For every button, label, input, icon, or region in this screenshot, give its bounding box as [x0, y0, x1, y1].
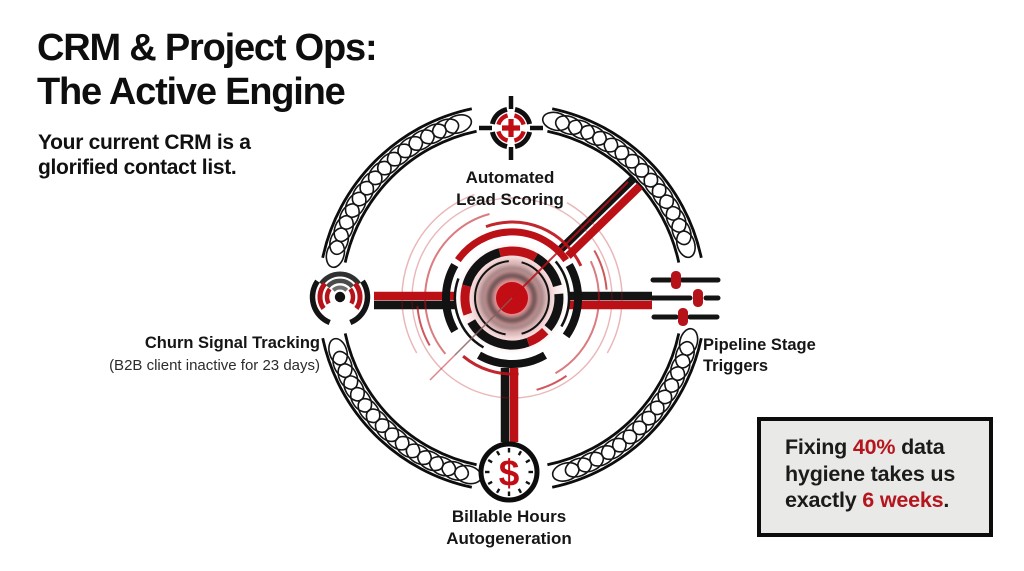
arc	[331, 285, 349, 292]
arc	[343, 129, 477, 263]
callout-text: hygiene takes us	[785, 461, 956, 486]
arc	[462, 355, 519, 376]
arc	[348, 287, 356, 305]
page-subtitle: Your current CRM is a glorified contact …	[38, 130, 251, 180]
arc	[521, 261, 550, 335]
arc	[526, 327, 549, 347]
arc	[498, 246, 538, 262]
arc	[496, 130, 509, 143]
clock-face	[478, 441, 540, 503]
label-churn-signal-tracking: Churn Signal Tracking (B2B client inacti…	[20, 333, 320, 375]
engine-core-icon	[401, 181, 629, 399]
callout-text: data	[895, 435, 945, 459]
ring-chain-link	[332, 350, 353, 379]
slider-handle	[678, 308, 688, 326]
ring-chain-link	[431, 118, 460, 139]
arc	[416, 306, 431, 346]
ring-chain-link	[444, 114, 473, 135]
arc	[547, 333, 681, 467]
page-title-line1: CRM & Project Ops:	[37, 27, 378, 69]
slider-handle	[693, 289, 703, 307]
ring-chain-link	[328, 337, 349, 366]
arc	[496, 113, 509, 126]
label-automated-lead-scoring: Automated Lead Scoring	[410, 167, 610, 211]
arc	[547, 129, 681, 263]
arc	[325, 278, 355, 289]
page-title: CRM & Project Ops: The Active Engine	[37, 26, 378, 115]
label-line: Lead Scoring	[456, 189, 564, 209]
arc	[593, 250, 608, 290]
arc	[513, 113, 526, 126]
callout-line-2: hygiene takes us	[785, 461, 981, 488]
ring-chain-link	[551, 461, 580, 482]
clock-ticks	[485, 448, 533, 496]
spoke-diagonal-red	[565, 183, 643, 259]
arc	[442, 263, 459, 333]
arc	[551, 107, 703, 259]
callout-highlight-6weeks: 6 weeks	[862, 488, 944, 513]
arc	[485, 220, 583, 267]
arc	[453, 278, 485, 349]
arc	[554, 260, 571, 328]
target-crosshair-icon	[479, 96, 543, 160]
callout-text: exactly	[785, 488, 863, 513]
callout-line-3: exactly 6 weeks.	[785, 487, 981, 514]
label-line: Autogeneration	[446, 528, 572, 548]
arc	[544, 293, 564, 332]
arc	[566, 202, 623, 354]
arc	[309, 279, 331, 326]
slider-handle	[671, 271, 681, 289]
arc	[424, 213, 490, 355]
arc	[513, 130, 526, 143]
callout-line-1: Fixing 40% data	[785, 434, 981, 461]
outer-ring	[321, 107, 703, 489]
ring-chain-link	[671, 217, 692, 246]
arc	[551, 337, 703, 489]
ring-chain-link	[564, 457, 593, 478]
arc	[401, 193, 475, 354]
arc	[462, 248, 502, 288]
arc	[349, 279, 371, 326]
arc	[533, 253, 562, 288]
label-line: Pipeline Stage	[703, 336, 816, 354]
arc	[321, 337, 473, 489]
callout-text: Fixing	[785, 435, 853, 459]
arc	[536, 374, 568, 391]
arc	[321, 107, 473, 259]
arc	[477, 351, 547, 368]
label-line: Churn Signal Tracking	[144, 334, 320, 352]
label-line: Triggers	[703, 356, 769, 375]
callout-highlight-40pct: 40%	[852, 435, 896, 459]
arc	[562, 263, 582, 339]
arc	[460, 284, 473, 316]
callout-text: .	[943, 488, 950, 513]
label-subline: (B2B client inactive for 23 days)	[109, 357, 320, 375]
arc	[343, 333, 477, 467]
arc	[554, 260, 600, 375]
arc	[324, 287, 332, 305]
sliders-icon	[649, 271, 721, 326]
callout-box: Fixing 40% data hygiene takes us exactly…	[757, 417, 993, 537]
arc	[467, 319, 530, 350]
page-subtitle-line2: glorified contact list.	[38, 156, 237, 180]
arc	[489, 131, 508, 150]
ring-chain-link	[675, 230, 696, 259]
page-title-line2: The Active Engine	[37, 71, 346, 114]
arc	[514, 131, 533, 150]
dollar-sign: $	[499, 453, 520, 494]
arc	[514, 106, 533, 125]
arc	[319, 271, 361, 286]
arc	[352, 281, 363, 310]
page-subtitle-line1: Your current CRM is a	[38, 131, 251, 154]
label-billable-hours-autogeneration: Billable Hours Autogeneration	[389, 506, 629, 550]
clock-dollar-icon: $	[478, 441, 540, 503]
arc	[489, 106, 508, 125]
arc	[455, 228, 569, 263]
label-line: Billable Hours	[451, 507, 567, 526]
label-pipeline-stage-triggers: Pipeline Stage Triggers	[703, 335, 873, 376]
arc	[317, 281, 328, 310]
signal-radar-icon	[309, 271, 371, 326]
arc	[474, 260, 509, 336]
label-line: Automated	[465, 168, 555, 187]
